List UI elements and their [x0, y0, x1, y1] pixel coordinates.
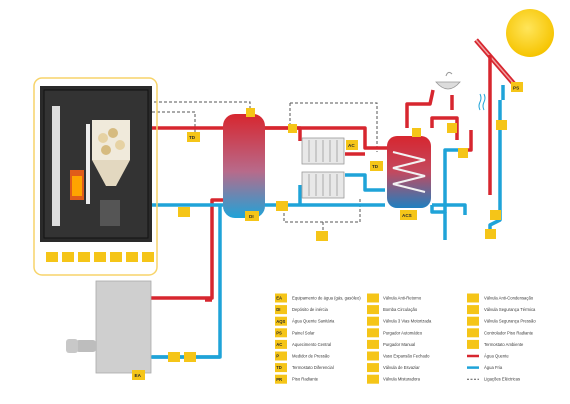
- td-mid-text: TD: [372, 164, 379, 169]
- legend-label: Equipamento de água (gás, gasóleo): [292, 296, 361, 301]
- legend-icon: [467, 293, 479, 303]
- boiler-control-icons: [46, 252, 154, 262]
- legend-label: Purgador Manual: [383, 342, 415, 347]
- legend-icon: [275, 293, 287, 303]
- legend-label: Água Quente: [484, 354, 509, 359]
- legend-code: TD: [276, 365, 282, 370]
- legend-icon: [367, 339, 379, 349]
- acs-tank: [387, 136, 431, 208]
- ps-tag: PS: [513, 86, 519, 91]
- legend-label: Válvula Anti-Condensação: [484, 296, 534, 301]
- legend-icon: [467, 339, 479, 349]
- legend-label: Válvula Segurança Térmica: [484, 307, 536, 312]
- td-left-tag: [187, 132, 200, 142]
- ea-text: EA: [135, 373, 142, 378]
- legend: EA Equipamento de água (gás, gasóleo) DI De…: [275, 293, 536, 384]
- legend-label: Água Fria: [484, 365, 503, 370]
- legend-label: Medidor de Pressão: [292, 354, 330, 359]
- legend-icon: [367, 374, 379, 384]
- solar-vessel-icon: [485, 229, 496, 239]
- legend-icon: [467, 305, 479, 315]
- radiator-top: [301, 137, 345, 165]
- sink-icon: [435, 71, 461, 90]
- sun-icon: [506, 9, 554, 57]
- legend-label: Piso Radiante: [292, 377, 319, 382]
- legend-icon: [467, 316, 479, 326]
- acs-gauge-tag: [412, 128, 421, 137]
- expansion-vessel-icon: [316, 231, 328, 241]
- solar-valve-icon: [490, 210, 501, 220]
- ac-text: AC: [348, 143, 355, 148]
- legend-label: Painel Solar: [292, 330, 315, 335]
- legend-label: Válvula 3 Vias Motorizada: [383, 319, 432, 324]
- pellet-boiler: [40, 86, 152, 242]
- ea-valve-icon: [184, 352, 196, 362]
- legend-icon: [367, 351, 379, 361]
- di-text: DI: [249, 214, 254, 219]
- legend-icon: [367, 363, 379, 373]
- legend-label: Termostato Diferencial: [292, 365, 334, 370]
- legend-icon: [367, 316, 379, 326]
- cold-water-pipes: [95, 85, 505, 359]
- legend-code: AC: [276, 342, 282, 347]
- legend-icon: [275, 363, 287, 373]
- solar-pump-icon: [496, 120, 507, 130]
- di-tag: [245, 211, 259, 221]
- legend-code: PS: [276, 330, 282, 335]
- boiler-frame: [33, 77, 158, 276]
- mixing-valve-icon: [447, 123, 457, 133]
- legend-icon: [275, 328, 287, 338]
- hot-water-pipes: [62, 55, 492, 302]
- legend-label: Válvula de Esvaziar: [383, 365, 420, 370]
- auxiliary-boiler: [66, 280, 152, 374]
- legend-icon: [275, 339, 287, 349]
- legend-label: Vaso Expansão Fechado: [383, 354, 430, 359]
- legend-label: Controlador Piso Radiante: [484, 330, 534, 335]
- td-left-text: TD: [189, 135, 196, 140]
- legend-icon: [367, 305, 379, 315]
- legend-label: Válvula Segurança Pressão: [484, 319, 536, 324]
- pressure-gauge-tag: [246, 108, 255, 117]
- legend-label: Válvula Misturadora: [383, 377, 421, 382]
- legend-icon: [467, 328, 479, 338]
- inertia-tank: [223, 114, 265, 218]
- legend-label: Ligações Eléctricas: [484, 377, 520, 382]
- legend-code: AQS: [276, 319, 285, 324]
- ea-tag: [132, 370, 145, 380]
- legend-icon: [275, 316, 287, 326]
- ea-pump-icon: [168, 352, 180, 362]
- solar-panel: [474, 38, 523, 92]
- ac-tag: [346, 140, 358, 150]
- legend-icon: [275, 305, 287, 315]
- legend-label: Purgador Automático: [383, 330, 423, 335]
- legend-icon: [275, 351, 287, 361]
- legend-code: EA: [276, 296, 282, 301]
- legend-icon: [275, 374, 287, 384]
- legend-label: Bomba Circulação: [383, 307, 418, 312]
- td-mid-tag: [370, 161, 383, 171]
- safety-valve-icon: [458, 148, 468, 158]
- legend-label: Aquecimento Central: [292, 342, 331, 347]
- radiator-bottom: [301, 171, 345, 199]
- legend-code: DI: [276, 307, 280, 312]
- legend-code: PR: [276, 377, 282, 382]
- valve-icon: [178, 207, 190, 217]
- legend-code: P: [276, 354, 279, 359]
- acs-text: ACS: [402, 213, 412, 218]
- acs-tag: [400, 210, 417, 220]
- legend-label: Depósito de inércia: [292, 307, 329, 312]
- legend-label: Água Quente Sanitária: [292, 319, 335, 324]
- pump-icon: [276, 201, 288, 211]
- shower-wave-icon: [478, 93, 486, 111]
- legend-icon: [367, 293, 379, 303]
- legend-label: Válvula Anti-Retorno: [383, 296, 422, 301]
- legend-label: Termostato Ambiente: [484, 342, 524, 347]
- valve-icon-2: [288, 124, 297, 133]
- legend-icon: [367, 328, 379, 338]
